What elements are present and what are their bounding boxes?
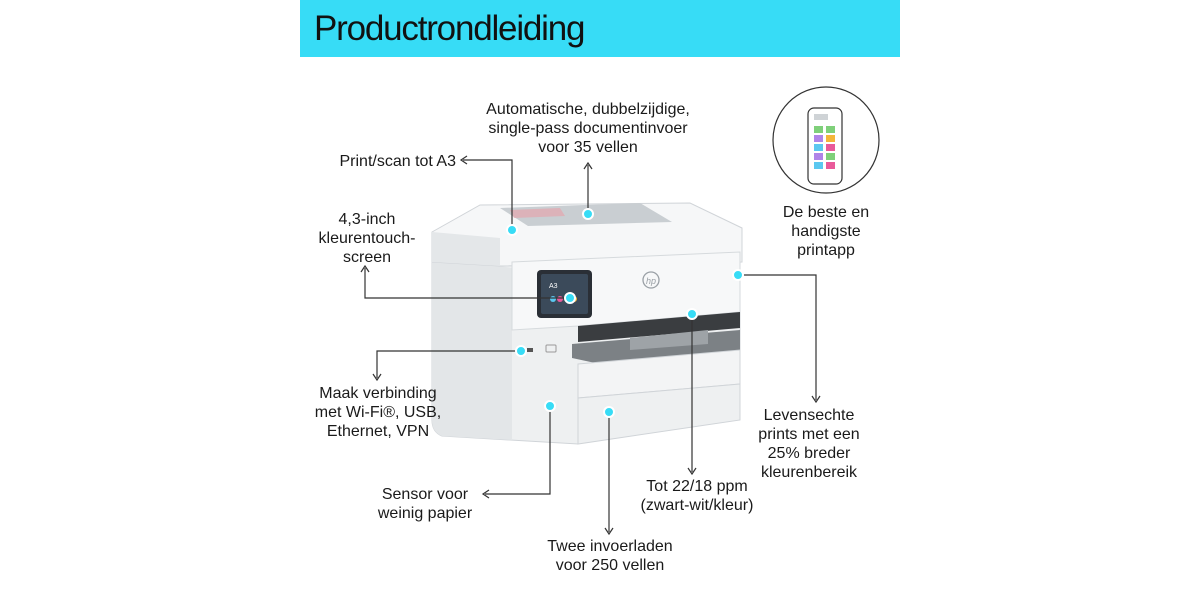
hotspot-dot-icon xyxy=(544,400,556,412)
callout-prints-line: Levensechte xyxy=(763,407,855,424)
printer-icon: A3 hp xyxy=(431,202,743,445)
callout-a3: Print/scan tot A3 xyxy=(339,153,456,170)
hotspot-dot-icon xyxy=(603,406,615,418)
callout-speed-line: (zwart-wit/kleur) xyxy=(640,497,754,514)
header-banner: Productrondleiding xyxy=(300,0,900,57)
hotspot-dot-icon xyxy=(582,208,594,220)
hotspot-dot-icon xyxy=(515,345,527,357)
callout-prints-line: prints met een xyxy=(758,426,860,443)
callout-app-line: handigste xyxy=(791,223,861,240)
callout-sensor: Sensor voor weinig papier xyxy=(360,485,490,523)
hotspot-dot-icon xyxy=(732,269,744,281)
callout-app-line: De beste en xyxy=(782,204,870,221)
callout-trays: Twee invoerladen voor 250 vellen xyxy=(524,537,696,575)
arrow-head-icon xyxy=(583,161,593,170)
arrow-head-icon xyxy=(811,395,821,404)
callout-touchscreen-line: screen xyxy=(342,249,392,266)
smartphone-app-icon xyxy=(772,86,880,194)
callout-connect-line: Maak verbinding xyxy=(319,385,437,402)
callout-connect-line: Ethernet, VPN xyxy=(326,423,430,440)
callout-adf-line: voor 35 vellen xyxy=(538,139,638,156)
callout-prints-line: 25% breder xyxy=(767,445,851,462)
hp-logo-icon: hp xyxy=(646,276,656,286)
callout-connect-line: met Wi-Fi®, USB, xyxy=(314,404,442,421)
callout-adf-line: single-pass documentinvoer xyxy=(488,120,688,137)
callout-trays-line: voor 250 vellen xyxy=(555,557,665,574)
callout-adf-line: Automatische, dubbelzijdige, xyxy=(486,101,690,118)
callout-prints: Levensechte prints met een 25% breder kl… xyxy=(744,406,874,482)
callout-lines xyxy=(360,155,821,536)
hotspots xyxy=(506,208,744,418)
page-title: Productrondleiding xyxy=(314,9,585,48)
arrow-head-icon xyxy=(360,264,370,273)
arrow-head-icon xyxy=(687,467,697,476)
arrow-head-icon xyxy=(481,489,490,499)
callout-app-line: printapp xyxy=(797,242,855,259)
callout-trays-line: Twee invoerladen xyxy=(547,538,673,555)
callout-sensor-line: weinig papier xyxy=(377,505,473,522)
callout-speed: Tot 22/18 ppm (zwart-wit/kleur) xyxy=(622,477,772,515)
screen-label: A3 xyxy=(549,283,558,290)
arrow-head-icon xyxy=(459,155,468,165)
callout-prints-line: kleurenbereik xyxy=(760,464,858,481)
callout-connect: Maak verbinding met Wi-Fi®, USB, Etherne… xyxy=(303,384,453,441)
callout-touchscreen-line: 4,3-inch xyxy=(338,211,396,228)
arrow-head-icon xyxy=(372,373,382,382)
hotspot-dot-icon xyxy=(506,224,518,236)
callout-touchscreen-line: kleurentouch- xyxy=(318,230,416,247)
callout-speed-line: Tot 22/18 ppm xyxy=(646,478,748,495)
hotspot-dot-icon xyxy=(686,308,698,320)
callout-app: De beste en handigste printapp xyxy=(762,203,890,260)
hotspot-dot-icon xyxy=(564,292,576,304)
callout-touchscreen: 4,3-inch kleurentouch- screen xyxy=(300,210,434,267)
callout-adf: Automatische, dubbelzijdige, single-pass… xyxy=(462,100,714,157)
callout-sensor-line: Sensor voor xyxy=(381,486,469,503)
arrow-head-icon xyxy=(604,527,614,536)
